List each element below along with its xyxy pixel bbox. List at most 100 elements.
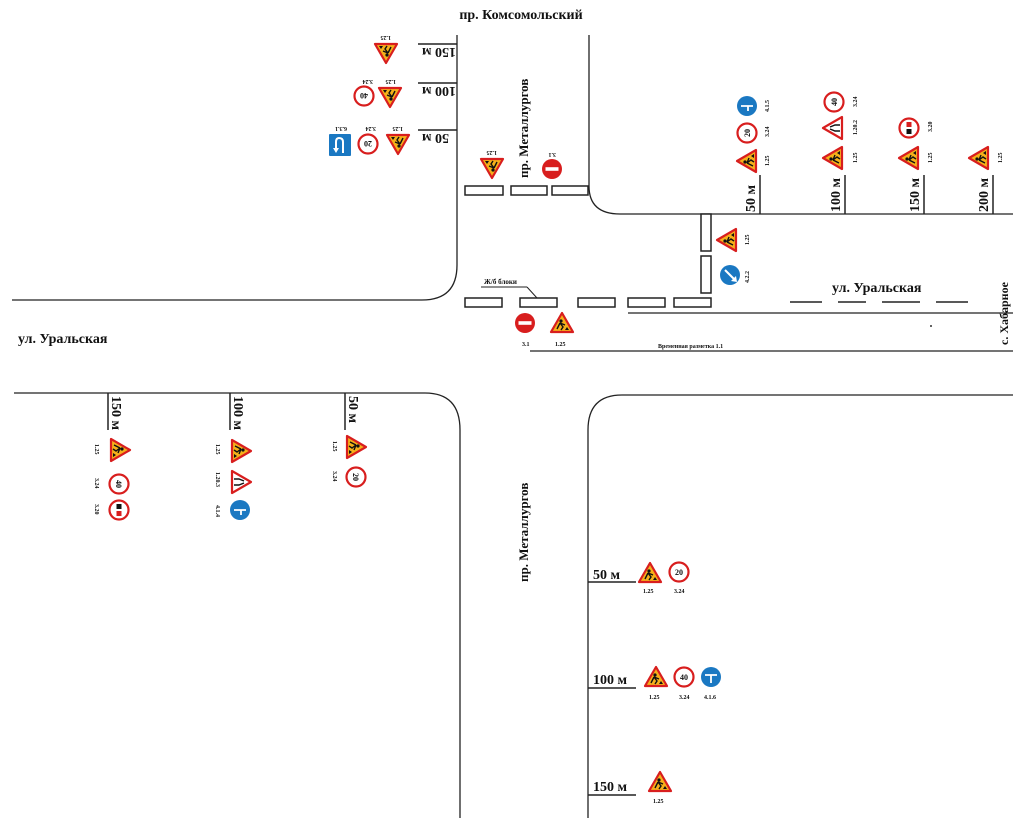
- distance-north-100: 100 м: [422, 83, 457, 98]
- sign-code: 1.25: [93, 444, 99, 455]
- straight-or-left-sign: [737, 96, 757, 116]
- roadworks-sign: [109, 437, 132, 463]
- roadworks-sign: [549, 311, 575, 334]
- roadworks-sign: [715, 227, 738, 253]
- sign-code: 3.20: [93, 504, 99, 515]
- roadworks-sign: [345, 434, 368, 460]
- distance-north-150: 150 м: [422, 44, 457, 59]
- sign-code: 1.25: [487, 149, 498, 155]
- roadworks-sign: [647, 770, 673, 793]
- roadworks-sign: [479, 157, 505, 180]
- sign-code: 1.25: [653, 799, 664, 805]
- road-edges: [12, 35, 1013, 818]
- sign-code: 4.2.2: [745, 271, 751, 283]
- speed-value: 40: [830, 98, 839, 106]
- sign-code: 3.24: [674, 589, 685, 595]
- end-no-overtaking-sign: [898, 117, 920, 139]
- straight-or-right-sign: [230, 500, 250, 520]
- street-uralskaya-west: ул. Уральская: [18, 332, 108, 347]
- street-komsomolsky: пр. Комсомольский: [459, 8, 582, 23]
- distance-south-100: 100 м: [593, 673, 628, 688]
- east-sign-group: [759, 175, 994, 214]
- distance-east-200: 200 м: [977, 178, 992, 213]
- sign-code: 1.25: [998, 153, 1004, 164]
- note-concrete-blocks: Ж/б блоки: [484, 278, 517, 286]
- distance-east-50: 50 м: [744, 185, 759, 213]
- speed-value: 40: [360, 91, 368, 100]
- sign-code: 3.20: [928, 122, 934, 133]
- sign-code: 1.25: [386, 78, 397, 84]
- sign-code: 1.25: [765, 156, 771, 167]
- sign-code: 1.25: [331, 441, 337, 452]
- sign-code: 4.1.5: [765, 100, 771, 112]
- sign-code: 1.20.3: [214, 472, 220, 487]
- north-sign-group: [418, 43, 457, 131]
- sign-code: 4.1.4: [214, 505, 220, 517]
- sign-code: 1.25: [555, 342, 566, 348]
- road-edge-ne: [588, 35, 1013, 215]
- speed-value: 20: [743, 129, 752, 137]
- speed-value: 40: [680, 673, 688, 682]
- road-edge-sw: [14, 392, 461, 818]
- concrete-blocks: [464, 185, 712, 308]
- narrowing-sign: [821, 115, 844, 141]
- roadworks-sign: [643, 665, 669, 688]
- dashed-markings: [790, 301, 968, 327]
- road-edge-nw: [12, 35, 458, 301]
- distance-west-100: 100 м: [230, 396, 245, 431]
- sign-code: 6.3.1: [335, 125, 347, 131]
- roadworks-sign: [735, 148, 758, 174]
- speed-value: 40: [114, 480, 123, 488]
- speed-value: 20: [675, 568, 683, 577]
- sign-code: 1.25: [853, 153, 859, 164]
- sign-code: 1.25: [381, 34, 392, 40]
- sign-code: 3.24: [331, 471, 337, 482]
- sign-code: 1.20.2: [853, 120, 859, 135]
- sign-code: 1.25: [745, 235, 751, 246]
- sign-code: 3.24: [765, 127, 771, 138]
- u-turn-sign: [329, 134, 351, 156]
- sign-code: 3.24: [853, 97, 859, 108]
- sign-code: 1.25: [928, 153, 934, 164]
- distance-west-50: 50 м: [345, 396, 360, 424]
- roadworks-sign: [967, 145, 990, 171]
- road-edge-se: [587, 394, 1013, 818]
- no-entry-sign: [542, 159, 562, 179]
- roadworks-sign: [897, 145, 920, 171]
- pass-left-sign: [720, 265, 740, 285]
- sign-code: 3.1: [522, 342, 530, 348]
- roadworks-sign: [377, 86, 403, 109]
- narrowing-sign: [230, 469, 253, 495]
- roadworks-sign: [637, 561, 663, 584]
- distance-south-50: 50 м: [593, 568, 621, 583]
- end-no-overtaking-sign: [108, 499, 130, 521]
- distance-west-150: 150 м: [108, 396, 123, 431]
- no-entry-sign: [515, 313, 535, 333]
- village-khabarnoe: с. Хабарное: [997, 281, 1011, 345]
- sign-code: 3.24: [679, 695, 690, 701]
- west-sign-group: [107, 393, 346, 430]
- sign-code: 1.25: [393, 125, 404, 131]
- distance-south-150: 150 м: [593, 780, 628, 795]
- sign-code: 1.25: [643, 589, 654, 595]
- street-metallurgov-north: пр. Металлургов: [516, 79, 531, 178]
- south-sign-group: [588, 581, 636, 796]
- distance-east-150: 150 м: [908, 178, 923, 213]
- sign-code: 4.1.6: [704, 695, 716, 701]
- distance-east-100: 100 м: [829, 178, 844, 213]
- roadworks-sign: [373, 42, 399, 65]
- note-temporary-marking: Временная разметка 1.1: [658, 344, 723, 350]
- distance-north-50: 50 м: [422, 130, 450, 145]
- sign-code: 1.25: [214, 444, 220, 455]
- sign-code: 3.1: [549, 151, 557, 157]
- sign-code: 3.24: [366, 125, 377, 131]
- street-metallurgov-south: пр. Металлургов: [516, 483, 531, 582]
- sign-code: 1.25: [649, 695, 660, 701]
- sign-code: 3.24: [363, 78, 374, 84]
- roadworks-sign: [385, 133, 411, 156]
- street-uralskaya-east: ул. Уральская: [832, 281, 922, 296]
- roadworks-sign: [821, 145, 844, 171]
- speed-value: 20: [351, 473, 360, 481]
- sign-code: 3.24: [93, 478, 99, 489]
